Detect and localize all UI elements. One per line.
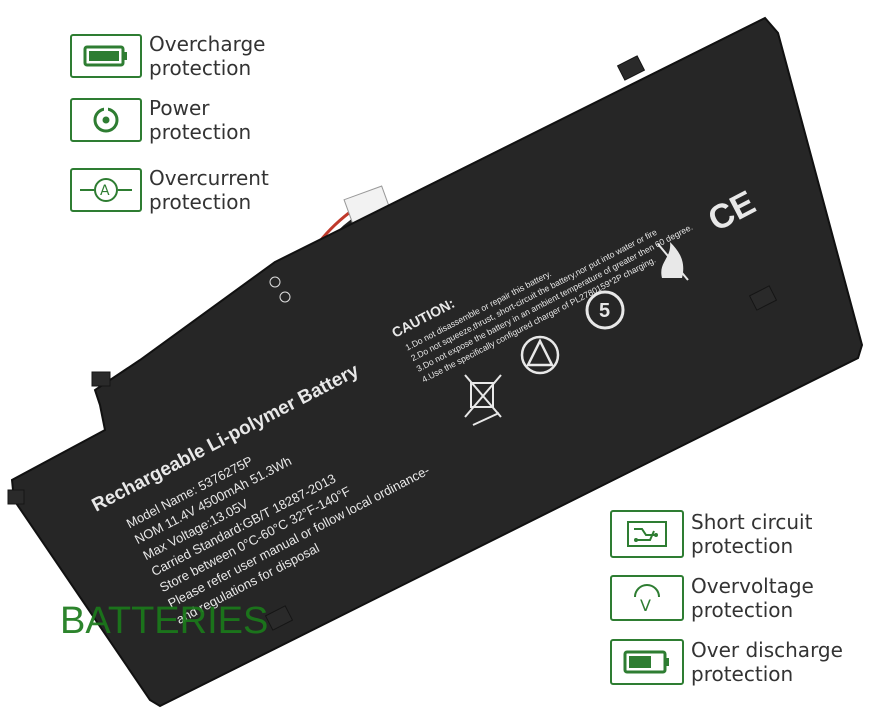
- no-fire-icon: [657, 242, 689, 281]
- battery-body: [10, 16, 864, 708]
- power-icon: [70, 98, 142, 142]
- svg-text:5: 5: [599, 300, 610, 322]
- ammeter-icon: A: [70, 168, 142, 212]
- feature-label: Over discharge protection: [691, 638, 843, 686]
- feature-overcharge: Overcharge protection: [70, 32, 265, 80]
- feature-over-discharge: Over discharge protection: [610, 638, 843, 686]
- feature-short-circuit: Short circuit protection: [610, 510, 812, 558]
- svg-text:V: V: [640, 596, 651, 615]
- circuit-board-icon: [610, 510, 684, 558]
- weee-bin-icon: [464, 374, 502, 426]
- feature-label: Overvoltage protection: [691, 574, 814, 622]
- svg-text:A: A: [100, 183, 110, 199]
- feature-label: Short circuit protection: [691, 510, 813, 558]
- battery-full-icon: [70, 34, 142, 78]
- feature-overcurrent: A Overcurrent protection: [70, 166, 269, 214]
- battery-low-icon: [610, 639, 684, 685]
- feature-label: Power protection: [149, 96, 252, 144]
- feature-power: Power protection: [70, 96, 251, 144]
- voltmeter-icon: V: [610, 575, 684, 621]
- batteries-watermark: BATTERIES: [60, 600, 269, 642]
- feature-overvoltage: V Overvoltage protection: [610, 574, 814, 622]
- recycle-icon: [520, 335, 560, 375]
- cycle-5-icon: 5: [585, 290, 625, 330]
- feature-label: Overcurrent protection: [149, 166, 269, 214]
- feature-label: Overcharge protection: [149, 32, 266, 80]
